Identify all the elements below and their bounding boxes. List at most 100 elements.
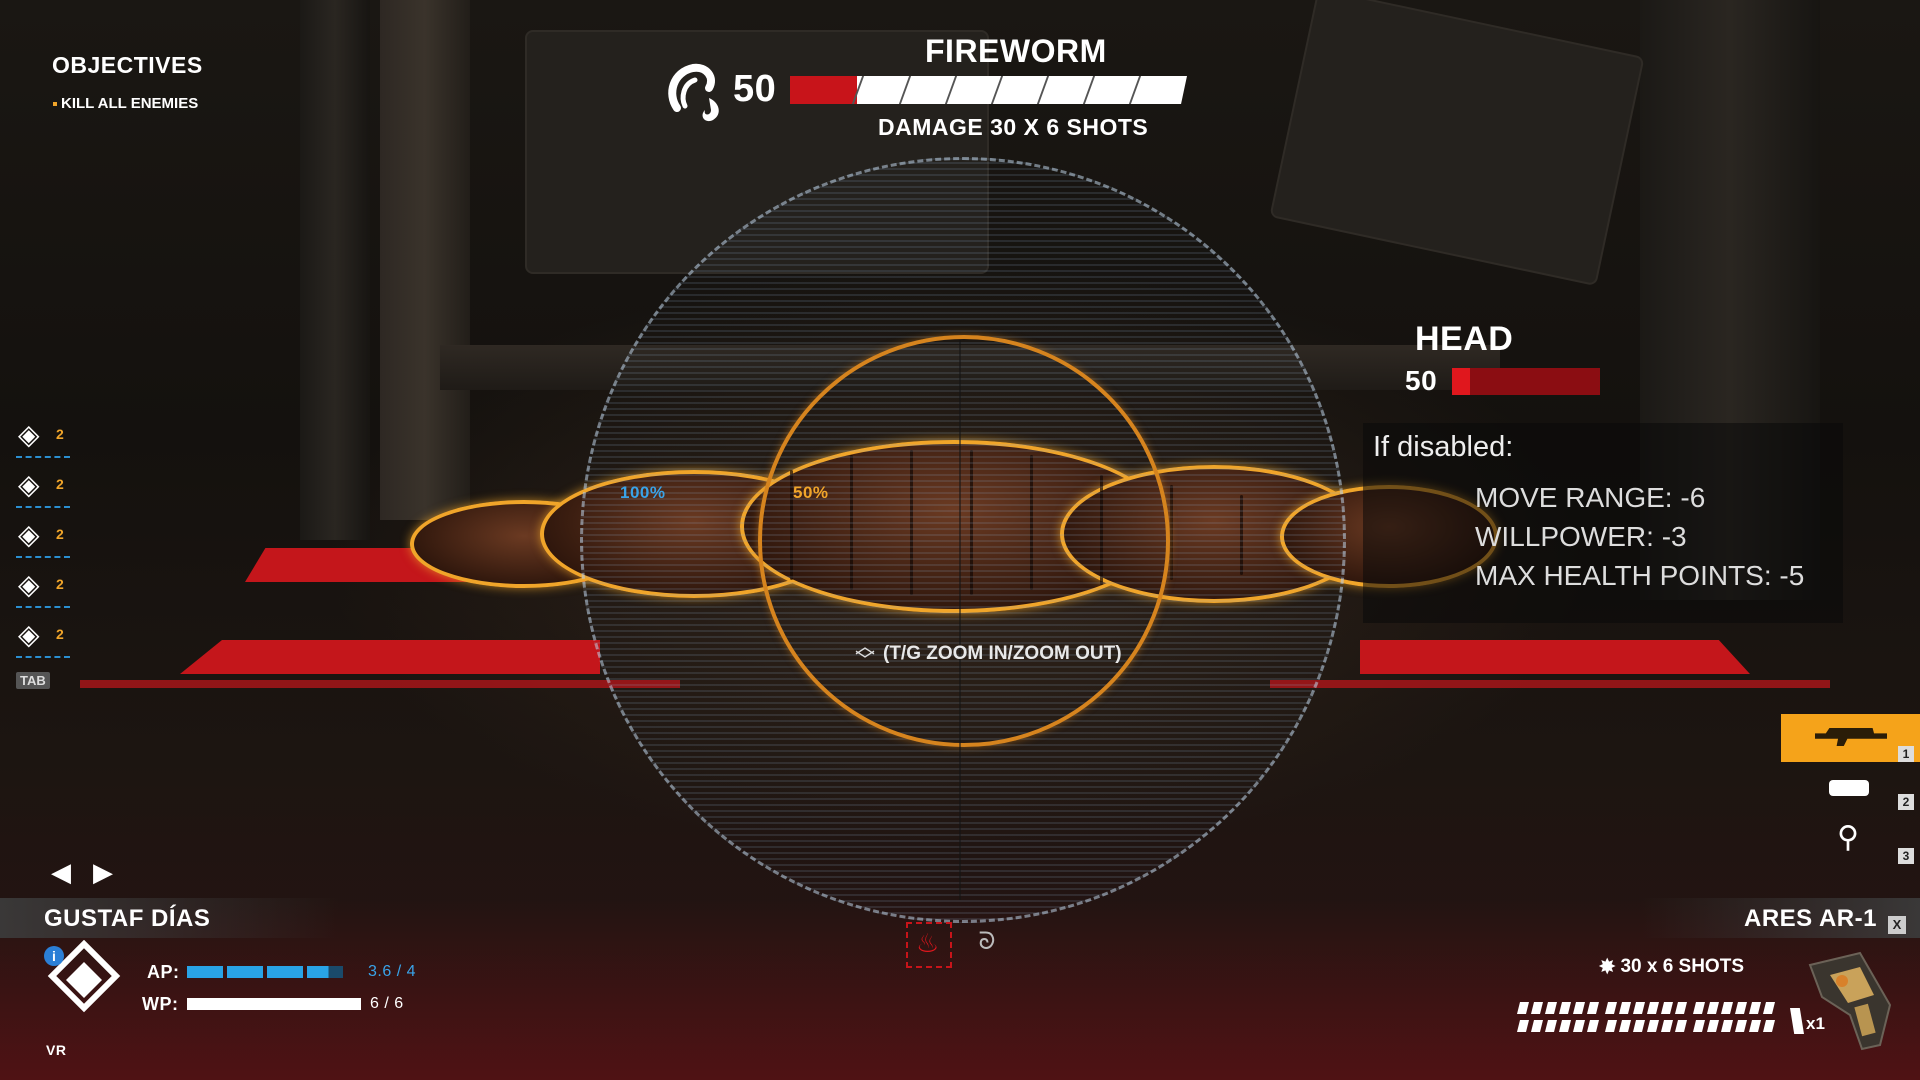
ammo-round <box>1763 1020 1775 1032</box>
aim-scope-outer <box>580 157 1346 923</box>
weapon-close-key[interactable]: X <box>1888 916 1906 934</box>
ammo-round <box>1675 1020 1687 1032</box>
info-icon[interactable]: i <box>44 946 64 966</box>
weapon-slot-2[interactable]: 2 <box>1781 770 1920 810</box>
soldier-class-icon: ◈ <box>18 419 40 450</box>
ammo-round <box>1763 1002 1775 1014</box>
objective-bullet-icon <box>53 101 57 106</box>
objective-item: KILL ALL ENEMIES <box>53 95 198 112</box>
ammo-round <box>1619 1020 1631 1032</box>
magazine-count-value: x1 <box>1806 1014 1825 1033</box>
squad-list: ◈ 2 ◈ 2 ◈ 2 ◈ 2 ◈ 2 TAB <box>16 418 76 690</box>
hit-chance-outer: 100% <box>620 483 666 502</box>
weapon-slot-3[interactable]: ⚲ 3 <box>1781 816 1920 864</box>
weapon-slot-1[interactable]: 1 <box>1781 714 1920 762</box>
squad-member-2[interactable]: ◈ 2 <box>16 468 76 518</box>
ammo-group <box>1693 1002 1775 1014</box>
ammo-round <box>1633 1020 1645 1032</box>
weapon-name-bar <box>1640 898 1920 938</box>
ammo-round <box>1721 1020 1733 1032</box>
slot-key-3: 3 <box>1898 848 1914 864</box>
health-bar-tick <box>990 76 1003 104</box>
ammo-round <box>1545 1020 1557 1032</box>
ammo-round <box>1749 1002 1761 1014</box>
bodypart-health-value: 50 <box>1405 365 1438 396</box>
squad-member-count: 2 <box>56 626 64 642</box>
ammo-round <box>1587 1020 1599 1032</box>
effect-max-health: MAX HEALTH POINTS: -5 <box>1475 560 1805 591</box>
ammo-magazine <box>1500 1002 1775 1038</box>
wp-label: WP: <box>142 994 179 1014</box>
health-bar-tick <box>1082 76 1095 104</box>
ap-segment <box>227 966 263 978</box>
bodypart-health-marker <box>1452 368 1470 395</box>
pistol-icon: ⚲ <box>1837 821 1859 854</box>
ammo-round <box>1517 1020 1529 1032</box>
burst-icon: ✸ <box>1598 954 1617 979</box>
character-class-tag: VR <box>46 1042 67 1058</box>
objective-text: KILL ALL ENEMIES <box>61 95 199 112</box>
squad-member-ap <box>16 656 70 658</box>
ammo-round <box>1587 1002 1599 1014</box>
ammo-round <box>1661 1002 1673 1014</box>
target-health-lost <box>790 76 858 104</box>
damage-label: DAMAGE 30 X 6 SHOTS <box>878 114 1149 140</box>
target-health-bar <box>790 76 1187 104</box>
ap-segment <box>187 966 223 978</box>
soldier-class-icon: ◈ <box>18 569 40 600</box>
squad-member-3[interactable]: ◈ 2 <box>16 518 76 568</box>
crosshair-vertical <box>959 340 961 900</box>
squad-member-5[interactable]: ◈ 2 <box>16 618 76 668</box>
ammo-round <box>1647 1020 1659 1032</box>
wp-value: 6 / 6 <box>370 995 404 1012</box>
zoom-hint-text: (T/G ZOOM IN/ZOOM OUT) <box>883 643 1122 664</box>
bodypart-name: HEAD <box>1415 320 1514 358</box>
zoom-chevrons-icon: ︿﹀ <box>855 636 875 672</box>
worm-ability-icon: ᘐ <box>978 928 996 955</box>
target-frame-left-bottom <box>180 640 600 674</box>
ap-label: AP: <box>147 962 180 982</box>
magazine-icon <box>1790 1008 1804 1034</box>
background-crate <box>1269 0 1645 287</box>
effect-move-range: MOVE RANGE: -6 <box>1475 482 1706 513</box>
objectives-title: OBJECTIVES <box>52 52 203 78</box>
prev-soldier-icon[interactable]: ◀ <box>51 857 71 887</box>
ammo-round <box>1573 1002 1585 1014</box>
effect-willpower: WILLPOWER: -3 <box>1475 521 1687 552</box>
hit-chance-inner: 50% <box>793 483 829 502</box>
disabled-effects: MOVE RANGE: -6 WILLPOWER: -3 MAX HEALTH … <box>1475 478 1804 595</box>
target-frame-line-right <box>1270 680 1830 688</box>
ammo-round <box>1707 1002 1719 1014</box>
bodypart-info-panel: If disabled: MOVE RANGE: -6 WILLPOWER: -… <box>1363 423 1843 623</box>
target-name: FIREWORM <box>925 33 1107 69</box>
target-frame-right-bottom <box>1360 640 1750 674</box>
ammo-round <box>1735 1002 1747 1014</box>
fire-attack-ability[interactable]: ♨ <box>906 922 952 968</box>
squad-member-1[interactable]: ◈ 2 <box>16 418 76 468</box>
ap-segment <box>267 966 303 978</box>
character-class-icon <box>44 939 124 1020</box>
slot-key-1: 1 <box>1898 746 1914 762</box>
ammo-round <box>1605 1020 1617 1032</box>
wooden-pillar <box>380 0 470 520</box>
ammo-round <box>1531 1002 1543 1014</box>
ammo-round <box>1693 1002 1705 1014</box>
tab-key-button[interactable]: TAB <box>16 672 50 689</box>
ammo-group <box>1517 1020 1599 1032</box>
ammo-round <box>1619 1002 1631 1014</box>
ammo-round <box>1531 1020 1543 1032</box>
squad-member-count: 2 <box>56 426 64 442</box>
ammo-round <box>1633 1002 1645 1014</box>
squad-member-ap <box>16 456 70 458</box>
wp-bar <box>187 998 361 1010</box>
target-frame-line-left <box>80 680 680 688</box>
squad-member-4[interactable]: ◈ 2 <box>16 568 76 618</box>
next-soldier-icon[interactable]: ▶ <box>93 857 113 887</box>
wooden-pillar <box>300 0 370 540</box>
ammo-round <box>1545 1002 1557 1014</box>
character-name-bar <box>0 898 340 938</box>
ammo-round <box>1721 1002 1733 1014</box>
ammo-round <box>1749 1020 1761 1032</box>
magazine-count: x1 <box>1790 1008 1825 1034</box>
worm-ability[interactable]: ᘐ <box>970 928 1004 962</box>
